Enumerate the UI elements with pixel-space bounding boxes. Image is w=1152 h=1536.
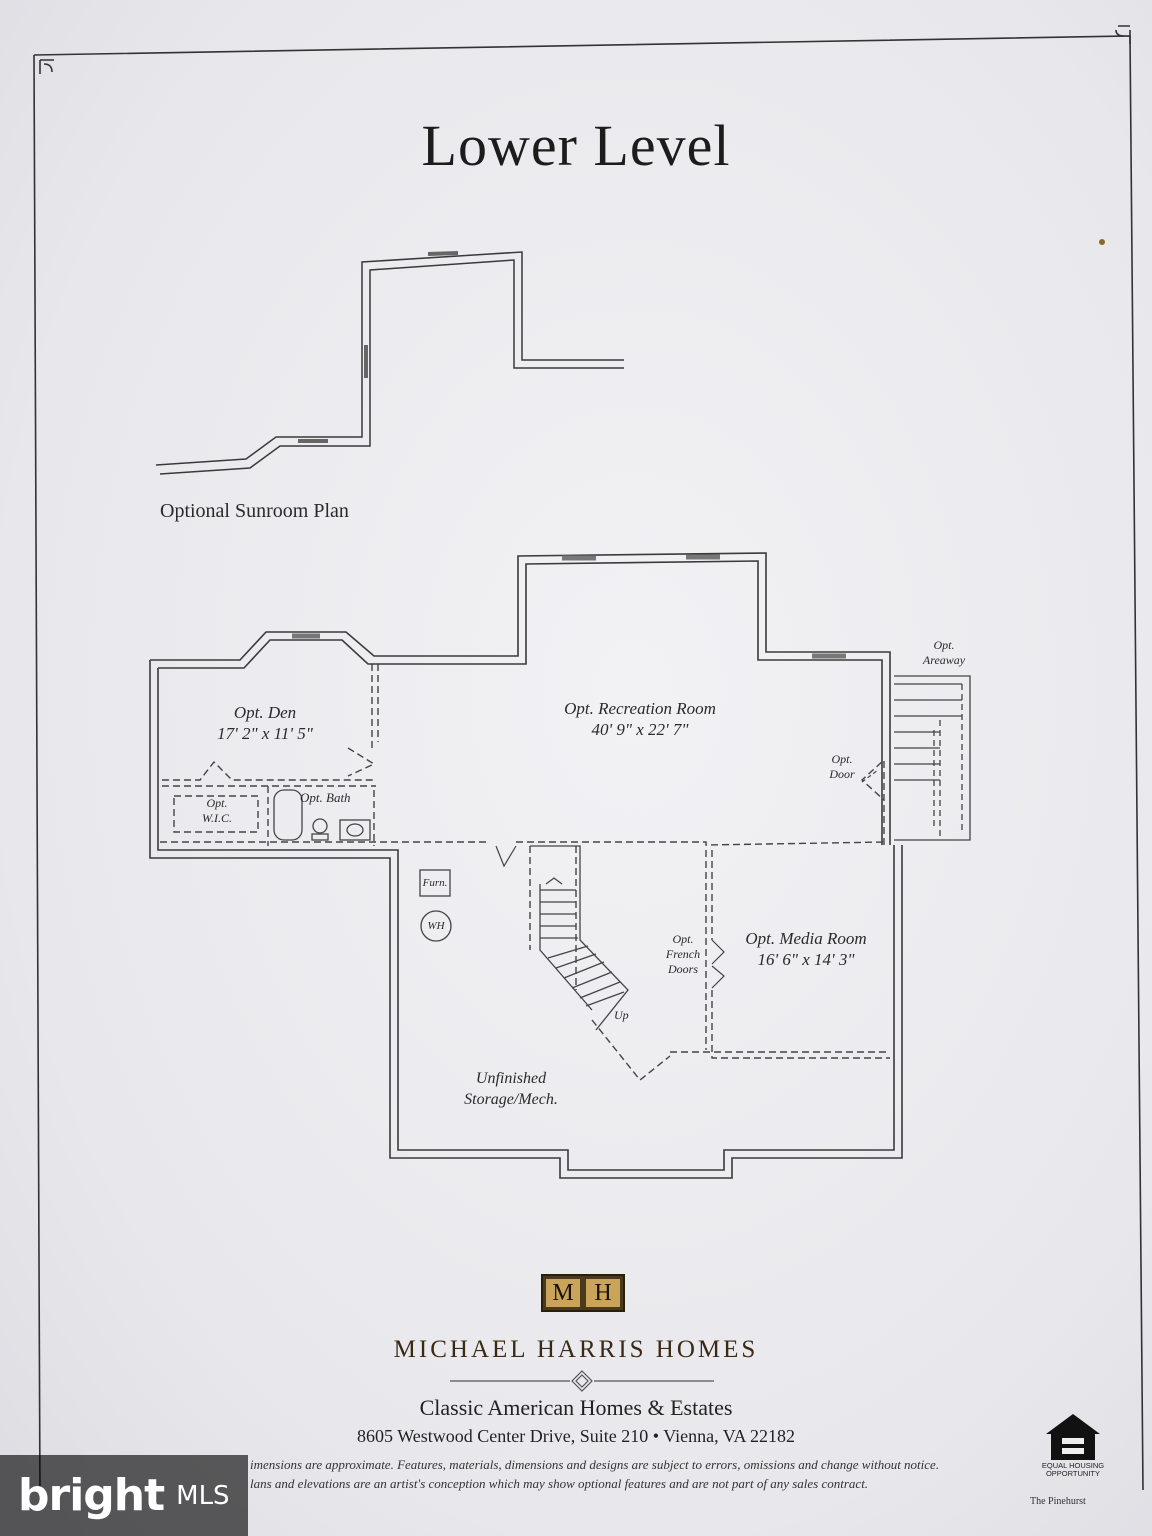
door-line1: Opt. (831, 752, 853, 766)
french-doors-line1: Opt. (672, 932, 694, 946)
page-title: Lower Level (421, 113, 731, 178)
media-name: Opt. Media Room (745, 929, 867, 948)
sunroom-caption: Optional Sunroom Plan (160, 500, 349, 522)
watermark-suffix: MLS (176, 1480, 230, 1511)
equal-housing-text: EQUAL HOUSING OPPORTUNITY (1041, 1461, 1105, 1478)
den-label: Opt. Den 17' 2" x 11' 5" (195, 702, 335, 744)
company-name: MICHAEL HARRIS HOMES (393, 1336, 759, 1363)
equal-housing-icon (1046, 1414, 1100, 1460)
disclaimer-line-2: lans and elevations are an artist's conc… (250, 1476, 869, 1491)
furnace-label: Furn. (422, 877, 448, 889)
sunroom-walls (155, 251, 624, 475)
french-doors-label: Opt. French Doors (660, 932, 706, 977)
door-label: Opt. Door (822, 752, 862, 782)
main-walls (149, 552, 903, 1179)
logo-letter-m: M (546, 1279, 580, 1307)
areaway-stairs (894, 675, 971, 841)
page-border (33, 25, 1144, 1501)
areaway-line1: Opt. (933, 638, 955, 652)
company-logo: M H (541, 1274, 625, 1312)
media-label: Opt. Media Room 16' 6" x 14' 3" (728, 928, 884, 970)
wic-line1: Opt. (206, 796, 228, 810)
den-size: 17' 2" x 11' 5" (217, 724, 313, 743)
door-swings (495, 769, 879, 989)
stairs-up-label: Up (614, 1008, 629, 1022)
french-doors-line2: French (665, 947, 701, 961)
recreation-name: Opt. Recreation Room (564, 699, 716, 718)
company-address: 8605 Westwood Center Drive, Suite 210 • … (357, 1426, 795, 1446)
mech-equipment (419, 869, 452, 942)
footer-ornament (450, 1370, 714, 1392)
bath-label: Opt. Bath (300, 790, 351, 805)
main-stairs (530, 845, 629, 1031)
company-tagline: Classic American Homes & Estates (419, 1395, 733, 1420)
media-size: 16' 6" x 14' 3" (757, 950, 855, 969)
wic-label: Opt. W.I.C. (190, 796, 244, 826)
wic-line2: W.I.C. (202, 811, 232, 825)
french-doors-line3: Doors (667, 962, 698, 976)
model-name: The Pinehurst (1030, 1496, 1086, 1507)
storage-line2: Storage/Mech. (464, 1091, 558, 1108)
water-heater-label: WH (427, 920, 445, 932)
logo-letter-h: H (586, 1279, 620, 1307)
den-name: Opt. Den (233, 703, 297, 722)
watermark-brand: bright (18, 1470, 165, 1521)
areaway-line2: Areaway (922, 653, 966, 667)
storage-line1: Unfinished (475, 1070, 547, 1087)
bath-fixtures (273, 789, 371, 841)
equal-housing-caption: EQUAL HOUSING OPPORTUNITY (1040, 1462, 1106, 1478)
areaway-label: Opt. Areaway (912, 638, 976, 668)
disclaimer-line-1: imensions are approximate. Features, mat… (250, 1457, 940, 1472)
listing-watermark: bright MLS (0, 1455, 248, 1536)
page-spot (1099, 239, 1105, 245)
recreation-label: Opt. Recreation Room 40' 9" x 22' 7" (540, 698, 740, 740)
recreation-size: 40' 9" x 22' 7" (591, 720, 689, 739)
storage-label: Unfinished Storage/Mech. (436, 1068, 586, 1110)
optional-partitions (160, 664, 890, 1081)
door-line2: Door (829, 767, 855, 781)
